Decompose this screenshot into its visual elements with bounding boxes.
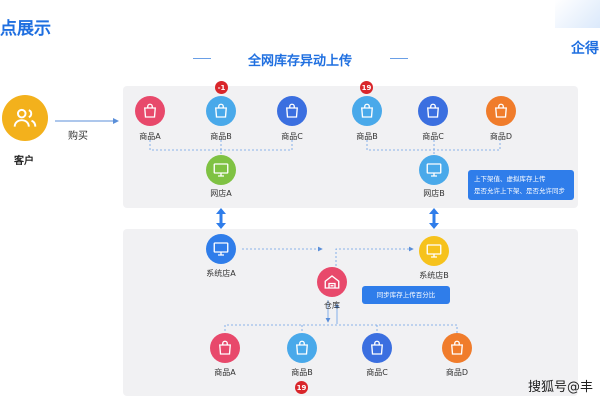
product-label: 商品B bbox=[210, 132, 232, 141]
callout-line: 上下架值、虚拟库存上传 bbox=[474, 175, 546, 183]
system-panel bbox=[123, 229, 578, 396]
monitor-icon bbox=[213, 242, 229, 256]
watermark: 搜狐号@丰 bbox=[528, 380, 594, 395]
product-label: 商品C bbox=[422, 132, 444, 141]
store-label: 网店A bbox=[210, 189, 232, 198]
section-heading: 点展示 bbox=[0, 19, 51, 39]
system-store-node bbox=[419, 236, 449, 266]
stock-badge: 19 bbox=[360, 81, 373, 94]
product-label: 商品A bbox=[139, 132, 161, 141]
shopping-bag-icon bbox=[219, 340, 231, 355]
product-node bbox=[210, 333, 240, 363]
monitor-icon bbox=[426, 163, 442, 177]
customer-avatar bbox=[2, 95, 48, 141]
product-label: 商品A bbox=[214, 368, 236, 377]
product-label: 商品D bbox=[489, 132, 513, 141]
sync-arrow-left bbox=[216, 208, 226, 229]
warehouse-callout: 同步库存上传百分比 bbox=[362, 286, 450, 304]
warehouse-node bbox=[317, 267, 347, 297]
product-node bbox=[352, 96, 382, 126]
warehouse-label: 仓库 bbox=[324, 301, 340, 310]
product-label: 商品B bbox=[356, 132, 378, 141]
product-node bbox=[486, 96, 516, 126]
monitor-icon bbox=[426, 244, 442, 258]
product-node bbox=[206, 96, 236, 126]
shopping-bag-icon bbox=[296, 340, 308, 355]
shopping-bag-icon bbox=[286, 103, 298, 118]
product-node bbox=[277, 96, 307, 126]
shopping-bag-icon bbox=[371, 340, 383, 355]
shopping-bag-icon bbox=[361, 103, 373, 118]
store-b-callout: 上下架值、虚拟库存上传 是否允许上下架、是否允许同步 bbox=[468, 170, 574, 200]
product-node bbox=[418, 96, 448, 126]
stock-change-badge: -1 bbox=[215, 81, 228, 94]
sync-arrow-right bbox=[429, 208, 439, 229]
diagram-title: 全网库存异动上传 bbox=[247, 54, 352, 69]
store-label: 网店B bbox=[423, 189, 445, 198]
system-store-label: 系统店A bbox=[206, 269, 236, 278]
section-heading-right: 企得 bbox=[571, 41, 599, 57]
title-line-left bbox=[193, 58, 211, 59]
shopping-bag-icon bbox=[495, 103, 507, 118]
customer-label: 客户 bbox=[14, 156, 34, 167]
stock-badge: 19 bbox=[295, 381, 308, 394]
product-node bbox=[362, 333, 392, 363]
callout-line: 是否允许上下架、是否允许同步 bbox=[474, 187, 565, 195]
buy-label: 购买 bbox=[68, 131, 88, 142]
product-label: 商品B bbox=[291, 368, 313, 377]
shopping-bag-icon bbox=[215, 103, 227, 118]
title-line-right bbox=[390, 58, 408, 59]
system-store-node bbox=[206, 234, 236, 264]
product-node bbox=[135, 96, 165, 126]
product-label: 商品C bbox=[366, 368, 388, 377]
decorative-corner bbox=[555, 0, 600, 28]
warehouse-icon bbox=[324, 275, 340, 289]
shopping-bag-icon bbox=[427, 103, 439, 118]
product-node bbox=[442, 333, 472, 363]
product-label: 商品C bbox=[281, 132, 303, 141]
monitor-icon bbox=[213, 163, 229, 177]
users-icon bbox=[13, 108, 37, 127]
product-label: 商品D bbox=[445, 368, 469, 377]
system-store-label: 系统店B bbox=[419, 271, 449, 280]
store-node bbox=[419, 155, 449, 185]
shopping-bag-icon bbox=[451, 340, 463, 355]
store-node bbox=[206, 155, 236, 185]
product-node bbox=[287, 333, 317, 363]
shopping-bag-icon bbox=[144, 103, 156, 118]
